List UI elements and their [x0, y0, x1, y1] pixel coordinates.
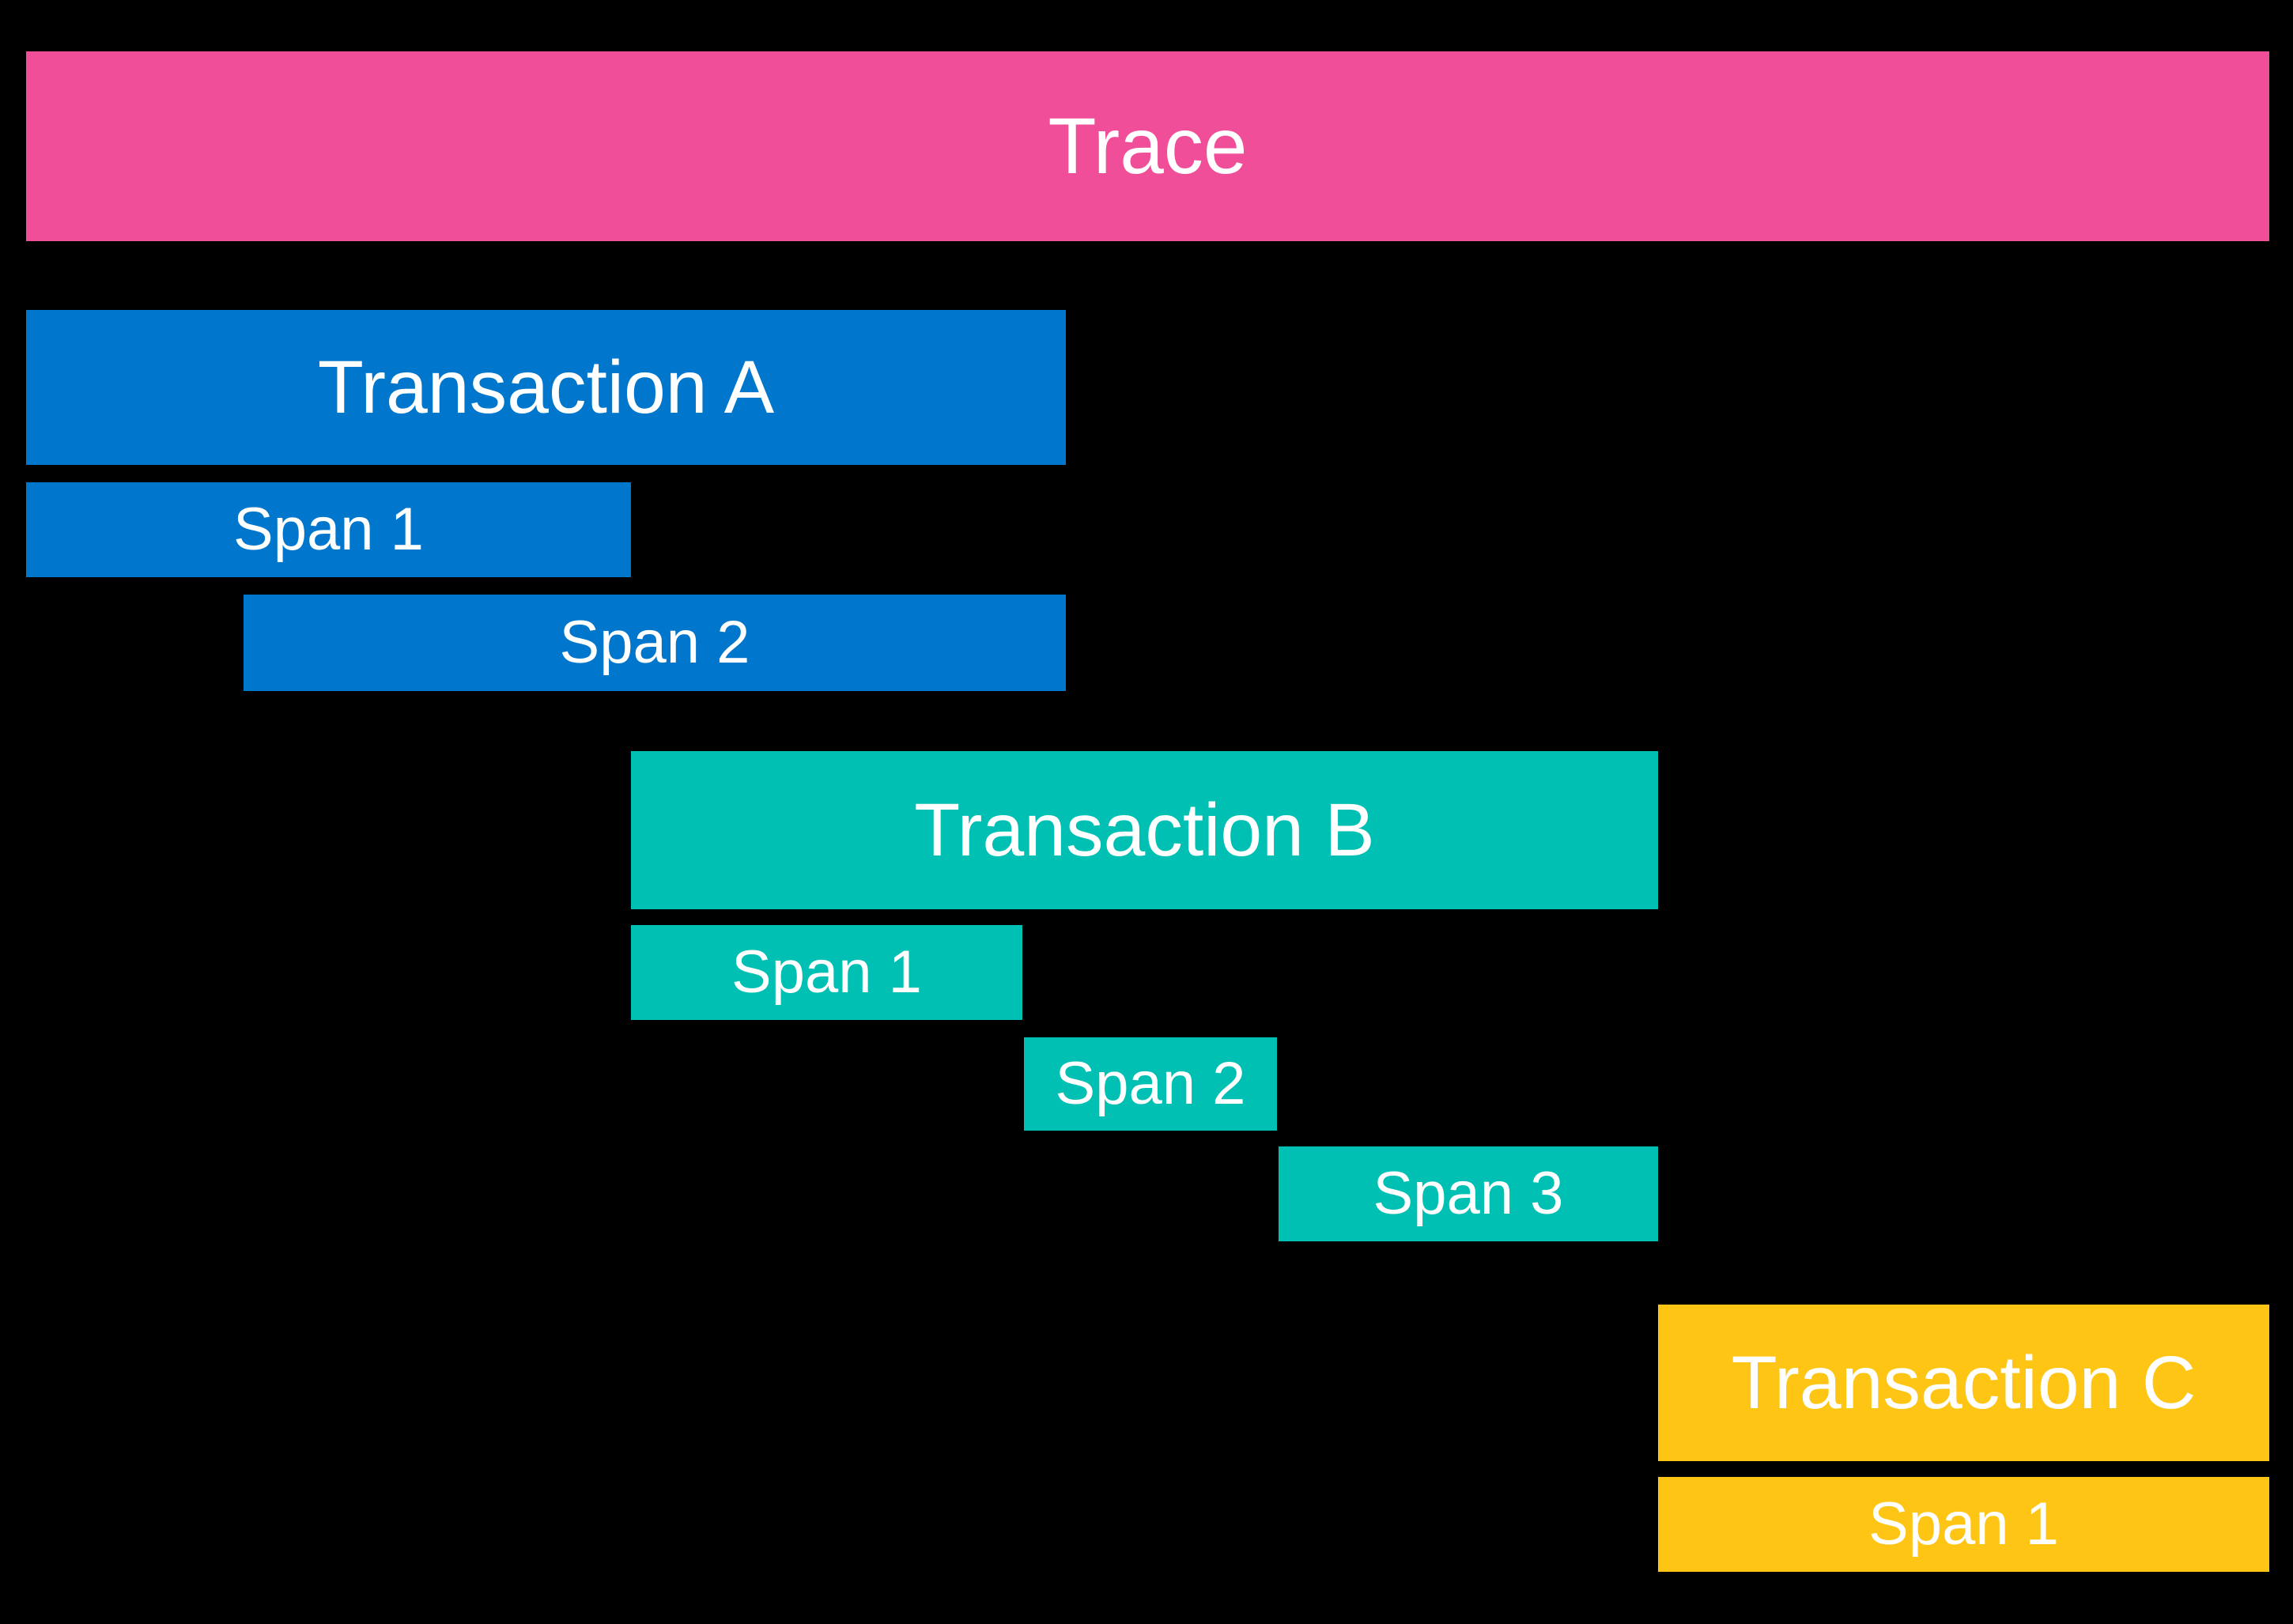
- transaction-a-bar: Transaction A: [26, 310, 1066, 465]
- transaction-b-bar: Transaction B: [631, 751, 1658, 909]
- trace-label: Trace: [1048, 102, 1248, 191]
- transaction-c-span-1-label: Span 1: [1868, 1490, 2059, 1558]
- transaction-a-span-1-bar: Span 1: [26, 482, 631, 577]
- transaction-a-span-2-bar: Span 2: [244, 595, 1066, 691]
- transaction-c-bar: Transaction C: [1658, 1305, 2269, 1461]
- trace-bar: Trace: [26, 51, 2269, 241]
- transaction-b-span-2-bar: Span 2: [1024, 1037, 1277, 1131]
- transaction-a-span-2-label: Span 2: [559, 609, 750, 676]
- transaction-c-span-1-bar: Span 1: [1658, 1477, 2269, 1572]
- transaction-a-span-1-label: Span 1: [233, 496, 424, 563]
- transaction-b-span-1-label: Span 1: [731, 939, 922, 1006]
- transaction-b-label: Transaction B: [914, 787, 1375, 872]
- transaction-b-span-3-bar: Span 3: [1279, 1146, 1658, 1241]
- transaction-b-span-1-bar: Span 1: [631, 925, 1022, 1020]
- transaction-a-label: Transaction A: [317, 345, 775, 429]
- transaction-b-span-2-label: Span 2: [1055, 1050, 1246, 1117]
- transaction-b-span-3-label: Span 3: [1373, 1160, 1564, 1227]
- transaction-c-label: Transaction C: [1731, 1340, 2197, 1425]
